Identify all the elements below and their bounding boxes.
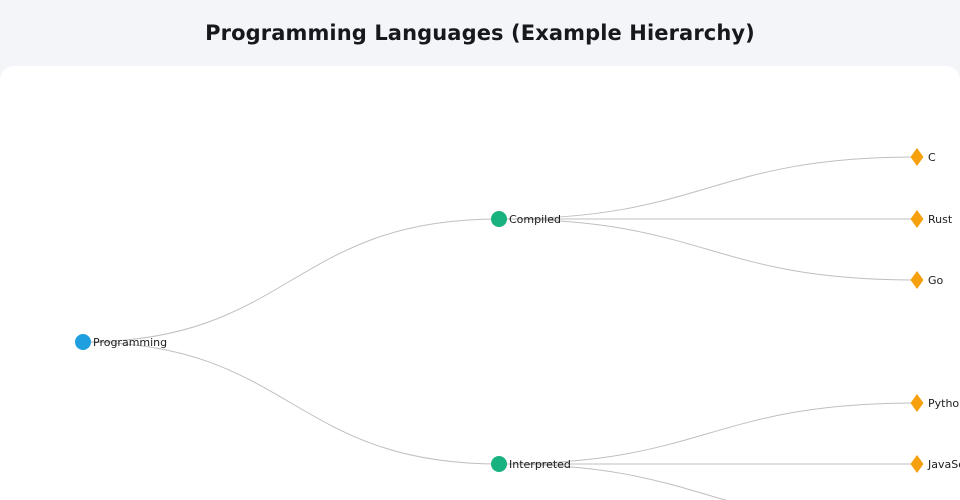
header-bar: Programming Languages (Example Hierarchy… [0,0,960,66]
tree-node-programming[interactable]: Programming [75,334,167,350]
tree-node-rust[interactable]: Rust [910,210,953,228]
tree-edge [498,402,918,465]
tree-node-interpreted[interactable]: Interpreted [491,456,571,472]
tree-node-c[interactable]: C [910,148,936,166]
node-label: C [928,151,936,164]
node-marker-diamond[interactable] [910,210,924,228]
tree-node-python[interactable]: Python [910,394,960,412]
tree-edge [498,463,727,500]
tree-edge [82,218,500,343]
node-label: Go [928,274,944,287]
tree-node-compiled[interactable]: Compiled [491,211,561,227]
node-label: JavaScript [927,458,960,471]
tree-node-go[interactable]: Go [910,271,944,289]
node-marker-circle[interactable] [491,456,507,472]
node-marker-diamond[interactable] [910,394,924,412]
page-title: Programming Languages (Example Hierarchy… [205,21,755,45]
tree-edge [498,218,918,281]
tree-node-javascript[interactable]: JavaScript [910,455,960,473]
tree-edge [498,156,918,220]
node-marker-circle[interactable] [491,211,507,227]
node-marker-diamond[interactable] [910,271,924,289]
node-marker-diamond[interactable] [910,148,924,166]
node-label: Python [928,397,960,410]
node-label: Interpreted [509,458,571,471]
node-label: Programming [93,336,167,349]
node-marker-diamond[interactable] [910,455,924,473]
node-marker-circle[interactable] [75,334,91,350]
edges-layer [82,156,918,500]
node-label: Compiled [509,213,561,226]
tree-edge [82,341,500,465]
node-label: Rust [928,213,953,226]
